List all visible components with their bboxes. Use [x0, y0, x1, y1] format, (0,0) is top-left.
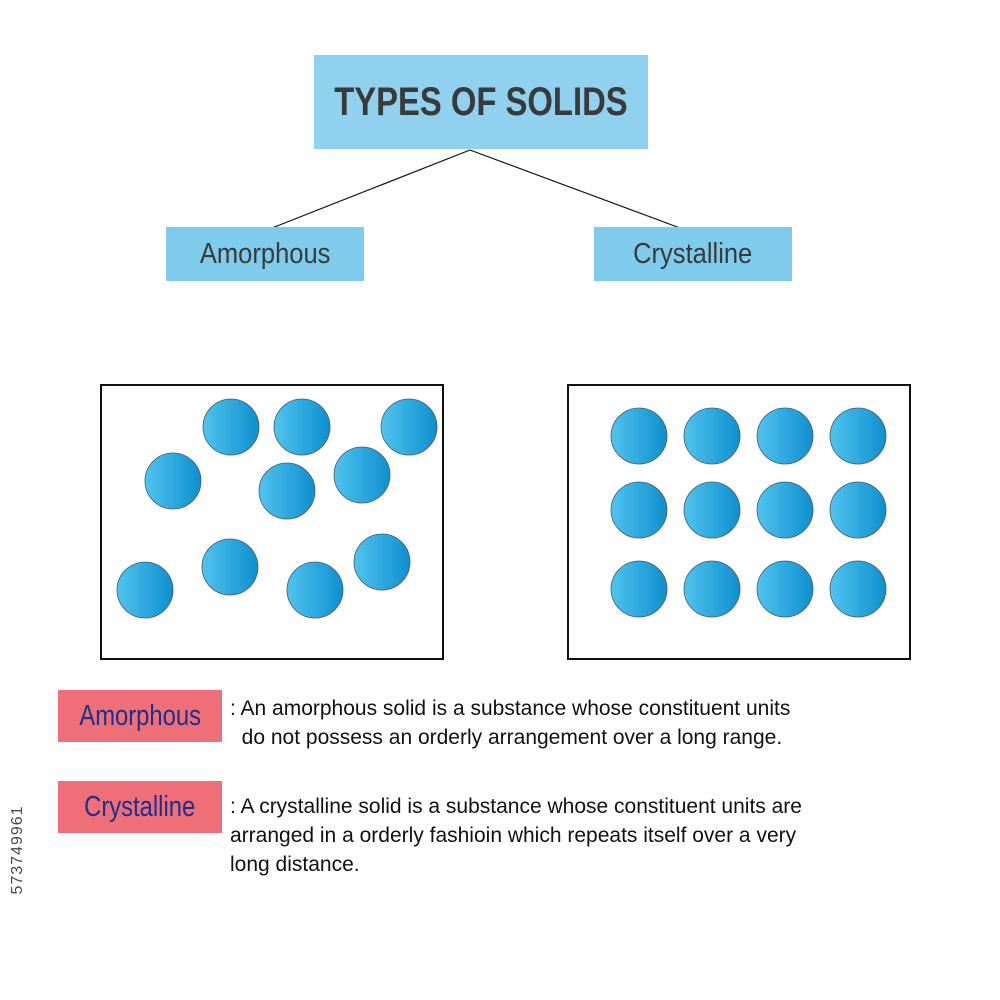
connector-lines — [271, 149, 681, 229]
amorphous-particle — [380, 398, 438, 456]
crystalline-particle — [610, 560, 668, 618]
amorphous-definition-tag: Amorphous — [58, 690, 222, 742]
crystalline-particle — [683, 407, 741, 465]
crystalline-particle — [756, 560, 814, 618]
crystalline-particle — [683, 560, 741, 618]
amorphous-particles-frame — [100, 384, 444, 660]
crystalline-definition-text: : A crystalline solid is a substance who… — [230, 795, 802, 876]
amorphous-particle — [273, 398, 331, 456]
crystalline-particles-frame — [567, 384, 911, 660]
crystalline-particles-svg — [610, 407, 887, 618]
crystalline-branch-label: Crystalline — [633, 237, 753, 270]
amorphous-particle — [258, 462, 316, 520]
amorphous-particle — [333, 446, 391, 504]
crystal-row-3 — [610, 560, 887, 618]
title-box: TYPES OF SOLIDS — [314, 55, 648, 149]
crystalline-branch-box: Crystalline — [594, 227, 792, 281]
amorphous-particle — [144, 452, 202, 510]
crystal-row-1 — [610, 407, 887, 465]
crystalline-tag-label: Crystalline — [84, 790, 196, 823]
crystalline-particle — [756, 407, 814, 465]
crystalline-particle — [829, 407, 887, 465]
stock-id-text: 573749961 — [9, 805, 26, 895]
amorphous-particle — [201, 538, 259, 596]
crystal-row-2 — [610, 481, 887, 539]
crystalline-particle — [829, 560, 887, 618]
amorphous-particles-svg — [116, 398, 438, 619]
amorphous-particle — [286, 561, 344, 619]
crystalline-definition-tag: Crystalline — [58, 781, 222, 833]
stock-id-watermark: 573749961 — [8, 770, 28, 930]
crystalline-particle — [756, 481, 814, 539]
amorphous-branch-label: Amorphous — [199, 237, 331, 270]
amorphous-definition-text: : An amorphous solid is a substance whos… — [230, 697, 791, 749]
crystalline-particle — [610, 407, 668, 465]
connector-to-crystalline — [469, 149, 681, 229]
connector-to-amorphous — [271, 149, 471, 229]
amorphous-particle — [116, 561, 174, 619]
crystalline-particle — [829, 481, 887, 539]
crystalline-particle — [683, 481, 741, 539]
amorphous-particle — [353, 533, 411, 591]
title: TYPES OF SOLIDS — [334, 79, 628, 124]
amorphous-particle — [202, 398, 260, 456]
amorphous-branch-box: Amorphous — [166, 227, 364, 281]
amorphous-tag-label: Amorphous — [79, 699, 201, 732]
crystalline-particle — [610, 481, 668, 539]
